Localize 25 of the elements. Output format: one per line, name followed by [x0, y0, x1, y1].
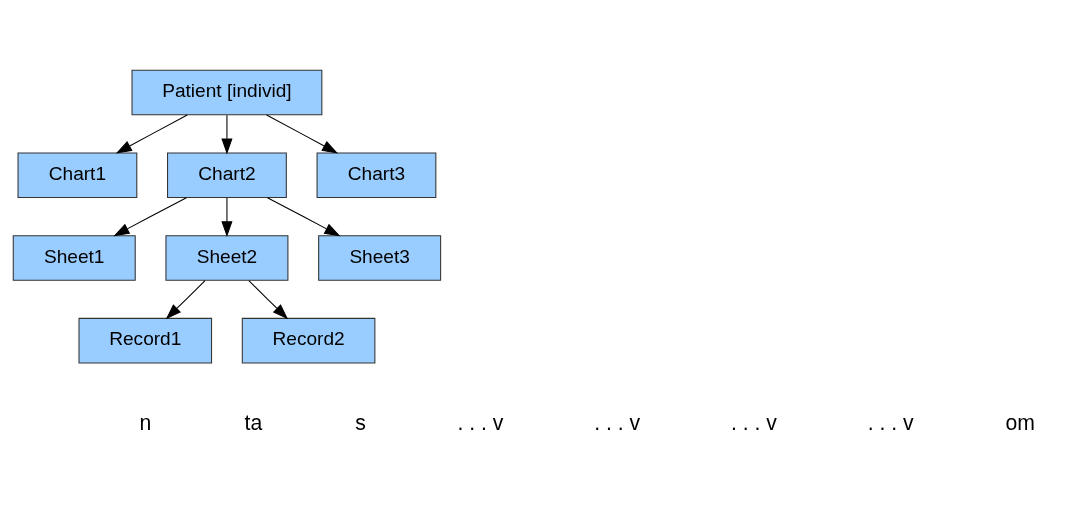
label: . . . v: [867, 410, 914, 434]
arrow: [266, 113, 338, 153]
label: ta: [244, 410, 263, 434]
arrow: [248, 279, 289, 319]
node-box: Record2: [241, 317, 376, 363]
label: om: [1005, 410, 1035, 434]
arrow: [115, 113, 188, 153]
node-box: Record1: [78, 317, 213, 363]
node-box: Sheet3: [318, 234, 442, 281]
node-box: Chart3: [316, 151, 437, 198]
node-box: Chart2: [167, 151, 287, 198]
arrow: [266, 196, 341, 236]
node-box: Chart1: [17, 151, 138, 198]
arrow: [221, 196, 233, 237]
label: . . . v: [457, 410, 504, 434]
arrow: [113, 196, 187, 236]
node-box: Patient [individ]: [131, 69, 323, 115]
arrow: [221, 114, 233, 154]
arrow: [165, 279, 206, 319]
label: n: [139, 410, 152, 434]
label: . . . v: [594, 410, 641, 434]
node-box: Sheet2: [165, 234, 289, 281]
node-box: Sheet1: [12, 234, 136, 281]
label: s: [355, 410, 366, 434]
label: . . . v: [731, 410, 777, 434]
